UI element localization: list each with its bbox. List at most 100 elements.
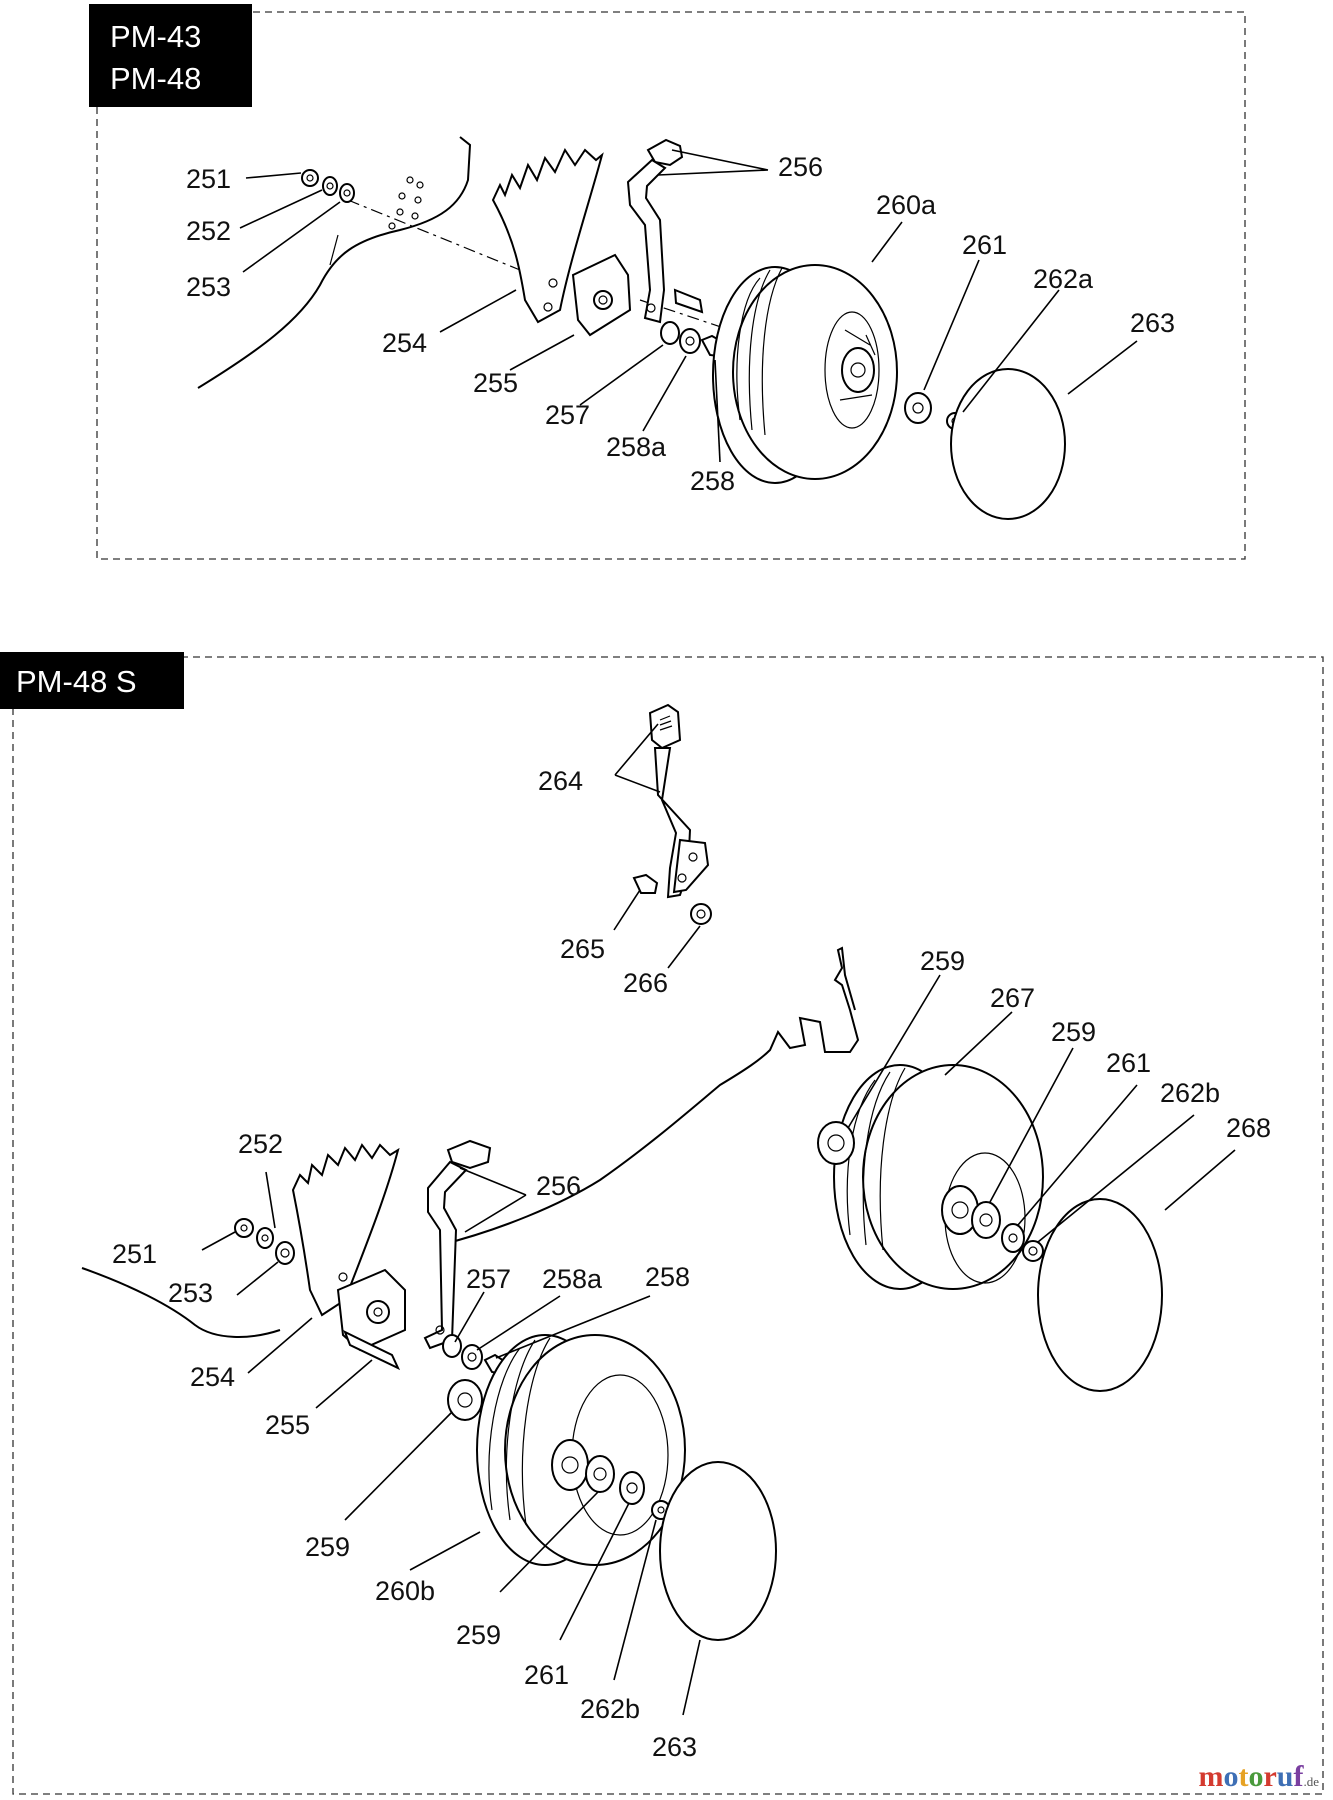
callout-261-front: 261 <box>524 1660 569 1690</box>
wm-suffix: .de <box>1303 1774 1319 1789</box>
callout-262b-front: 262b <box>580 1694 640 1724</box>
callout-259-front-hub: 259 <box>305 1532 350 1562</box>
wm-o2: o <box>1248 1760 1264 1793</box>
wheel-260a-top <box>712 264 898 484</box>
callout-251-bottom: 251 <box>112 1239 157 1269</box>
hub-cap-263-top <box>950 368 1066 520</box>
callout-253-top: 253 <box>186 272 231 302</box>
model-tag-top <box>89 4 252 107</box>
lever-plate-264 <box>672 838 710 894</box>
lever-knob-264 <box>648 703 682 750</box>
plate-hole-top <box>548 278 558 288</box>
lever-hole-264a <box>688 852 698 862</box>
deck-detail-top <box>329 234 339 266</box>
callout-259-front-bearing: 259 <box>456 1620 501 1650</box>
lever-hole-top <box>646 303 656 313</box>
notched-plate-254-top <box>491 147 604 324</box>
leaders-top <box>239 149 1138 463</box>
washer-258a-bottom <box>461 1344 483 1370</box>
lever-arm-256-bottom <box>423 1160 468 1350</box>
spacer-257-bottom <box>442 1334 462 1358</box>
callout-261-rear: 261 <box>1106 1048 1151 1078</box>
panel-top: PM-43 PM-48 <box>89 4 1246 560</box>
callout-257-top: 257 <box>545 400 590 430</box>
wm-r: r <box>1263 1760 1277 1793</box>
model-tag-top-line1: PM-43 <box>110 19 201 54</box>
callout-266: 266 <box>623 968 668 998</box>
axle-stud-bottom <box>343 1329 401 1371</box>
callout-259-rear-hub: 259 <box>920 946 965 976</box>
callout-265: 265 <box>560 934 605 964</box>
callout-258a-bottom: 258a <box>542 1264 603 1294</box>
wm-t: t <box>1238 1760 1249 1793</box>
front-wheel-260b <box>476 1334 686 1566</box>
callout-256-bottom: 256 <box>536 1171 581 1201</box>
model-tag-bottom-label: PM-48 S <box>16 664 137 699</box>
callout-257-bottom: 257 <box>466 1264 511 1294</box>
callout-252-top: 252 <box>186 216 231 246</box>
callout-260a-top: 260a <box>876 190 937 220</box>
bolt-265 <box>632 873 659 894</box>
plate-hole-bottom <box>338 1272 348 1282</box>
washer-252-top <box>322 176 338 196</box>
nut-266 <box>690 903 712 925</box>
plate-hole2-top <box>543 302 553 312</box>
washer-253-top <box>339 183 355 203</box>
callout-258-top: 258 <box>690 466 735 496</box>
bracket-bore-bottom <box>373 1307 383 1317</box>
callout-263-top: 263 <box>1130 308 1175 338</box>
wm-u: u <box>1276 1760 1294 1793</box>
rear-wheel-267 <box>833 1064 1044 1290</box>
panel-top-frame <box>96 11 1246 560</box>
callout-263-front: 263 <box>652 1732 697 1762</box>
callout-267: 267 <box>990 983 1035 1013</box>
nut-251-top <box>301 169 319 187</box>
callout-254-top: 254 <box>382 328 427 358</box>
lever-arm-256-top <box>626 158 667 324</box>
model-tag-top-line2: PM-48 <box>110 61 201 96</box>
callout-262b-rear: 262b <box>1160 1078 1220 1108</box>
rear-bearing-259-right <box>971 1201 1001 1239</box>
callout-264: 264 <box>538 766 583 796</box>
panel-bottom: PM-48 S <box>0 652 1324 1795</box>
leaders-bottom <box>201 723 1236 1716</box>
callout-260b: 260b <box>375 1576 435 1606</box>
front-bearing-259-left <box>447 1379 483 1421</box>
wm-f: f <box>1293 1760 1304 1793</box>
deck-outline-top <box>197 136 472 389</box>
knob-grip-264 <box>659 715 673 731</box>
washer-253-bottom <box>275 1241 295 1265</box>
front-bearing-259-right <box>585 1455 615 1493</box>
model-tag-bottom <box>0 652 184 709</box>
wm-o1: o <box>1223 1760 1239 1793</box>
rear-bearing-259-left <box>817 1121 855 1165</box>
rear-hub-cap-268 <box>1037 1198 1163 1392</box>
deck-holes-top <box>388 176 424 230</box>
callout-254-bottom: 254 <box>190 1362 235 1392</box>
front-washer-261 <box>619 1471 645 1505</box>
washer-261-top <box>904 392 932 424</box>
callout-262a-top: 262a <box>1033 264 1094 294</box>
lever-hole-bottom <box>435 1325 445 1335</box>
callout-255-top: 255 <box>473 368 518 398</box>
notched-plate-254-bottom <box>291 1143 400 1317</box>
callout-253-bottom: 253 <box>168 1278 213 1308</box>
lever-hole-264b <box>677 873 687 883</box>
washer-252-bottom <box>256 1227 274 1249</box>
axle-pin-top <box>673 288 704 314</box>
callout-258-bottom: 258 <box>645 1262 690 1292</box>
callout-256-top: 256 <box>778 152 823 182</box>
wm-m: m <box>1198 1760 1224 1793</box>
panel-bottom-frame <box>12 656 1324 1795</box>
callout-259-rear-bearing: 259 <box>1051 1017 1096 1047</box>
spacer-257-top <box>660 321 680 345</box>
bracket-boss-top <box>593 290 613 310</box>
callout-252-bottom: 252 <box>238 1129 283 1159</box>
callout-261-top: 261 <box>962 230 1007 260</box>
washer-258a-top <box>679 328 701 354</box>
front-hub-cap-263 <box>659 1461 777 1641</box>
callout-268: 268 <box>1226 1113 1271 1143</box>
callout-255-bottom: 255 <box>265 1410 310 1440</box>
bracket-bore-top <box>598 295 608 305</box>
